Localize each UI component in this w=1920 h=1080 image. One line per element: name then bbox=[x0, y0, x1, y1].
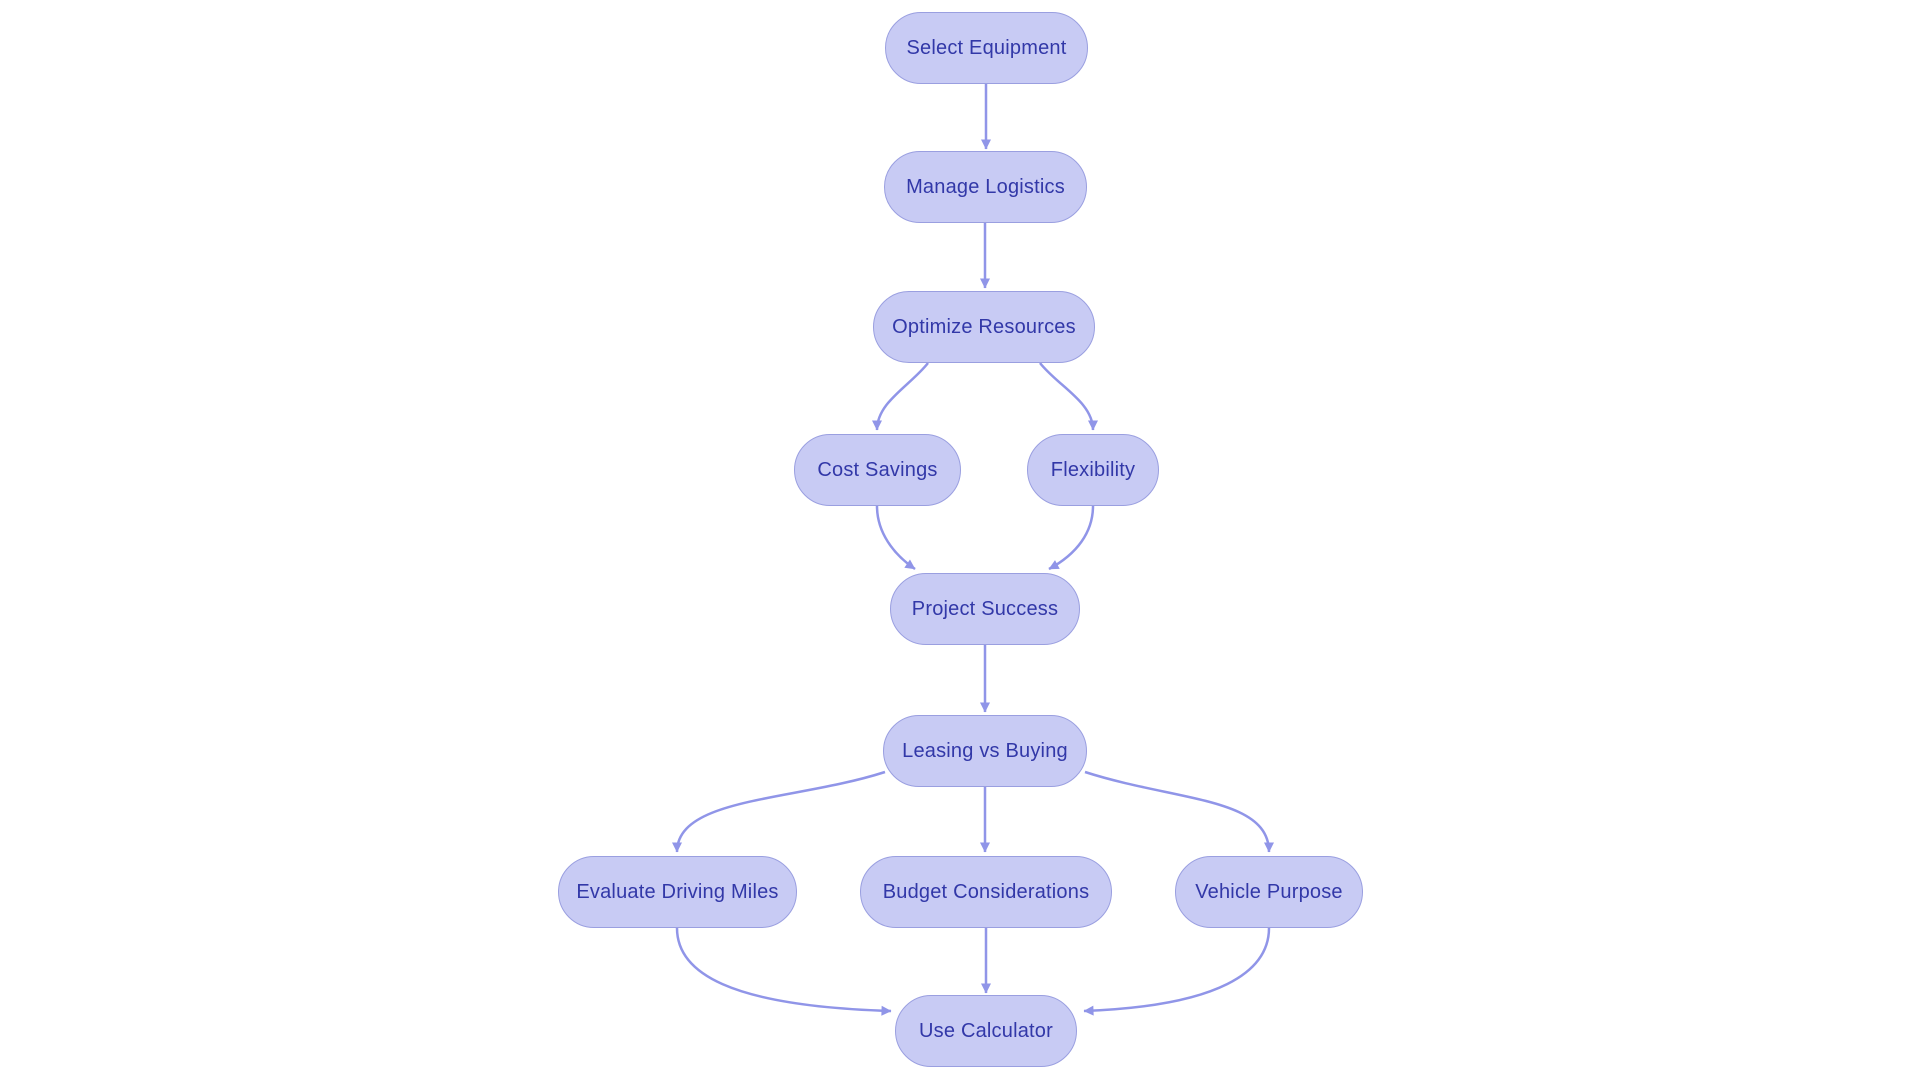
edge-leasing-vs-buying-to-vehicle-purpose bbox=[1084, 770, 1274, 853]
node-project-success: Project Success bbox=[890, 573, 1080, 645]
node-cost-savings: Cost Savings bbox=[794, 434, 961, 506]
edge-optimize-resources-to-cost-savings bbox=[872, 362, 929, 431]
node-use-calculator: Use Calculator bbox=[895, 995, 1077, 1067]
edge-cost-savings-to-project-success bbox=[875, 505, 916, 571]
node-vehicle-purpose: Vehicle Purpose bbox=[1175, 856, 1363, 928]
edge-optimize-resources-to-flexibility bbox=[1039, 362, 1098, 431]
edge-vehicle-purpose-to-use-calculator bbox=[1083, 927, 1271, 1016]
edge-leasing-vs-buying-to-evaluate-driving-miles bbox=[672, 770, 886, 853]
node-select-equipment: Select Equipment bbox=[885, 12, 1088, 84]
node-budget-considerations: Budget Considerations bbox=[860, 856, 1112, 928]
node-flexibility: Flexibility bbox=[1027, 434, 1159, 506]
node-manage-logistics: Manage Logistics bbox=[884, 151, 1087, 223]
edge-evaluate-driving-miles-to-use-calculator bbox=[675, 927, 892, 1016]
node-optimize-resources: Optimize Resources bbox=[873, 291, 1095, 363]
node-leasing-vs-buying: Leasing vs Buying bbox=[883, 715, 1087, 787]
edge-flexibility-to-project-success bbox=[1048, 505, 1095, 571]
node-evaluate-driving-miles: Evaluate Driving Miles bbox=[558, 856, 797, 928]
